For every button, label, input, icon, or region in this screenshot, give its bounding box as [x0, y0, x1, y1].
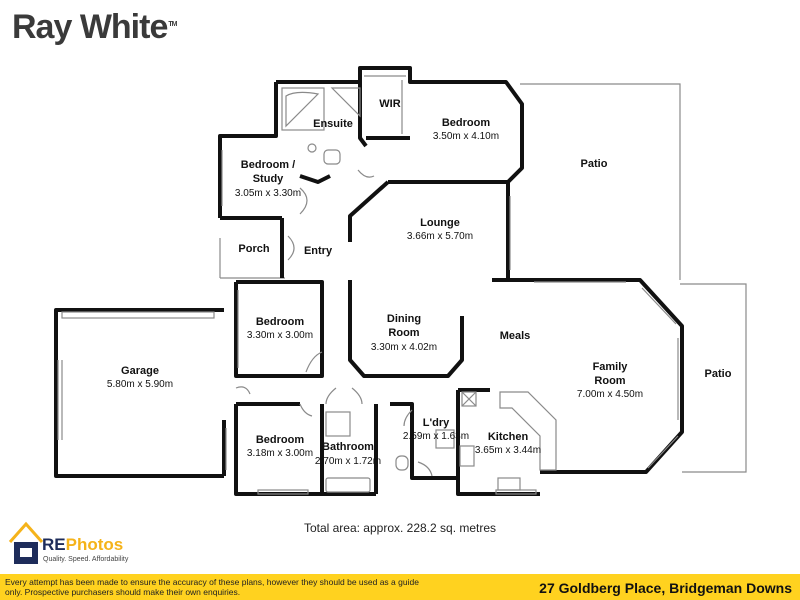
- property-address: 27 Goldberg Place, Bridgeman Downs: [539, 580, 792, 596]
- brand-name: Ray White: [12, 8, 168, 46]
- room-label-garage: Garage: [121, 365, 159, 377]
- trademark-mark: TM: [168, 20, 177, 28]
- room-dims-dining: 3.30m x 4.02m: [371, 342, 437, 353]
- total-area: Total area: approx. 228.2 sq. metres: [303, 521, 497, 535]
- room-dims-family: 7.00m x 4.50m: [577, 389, 643, 400]
- room-label-bedroom-main: Bedroom: [442, 117, 491, 129]
- room-dims-garage: 5.80m x 5.90m: [107, 379, 173, 390]
- walls: [54, 66, 684, 496]
- room-label-dining-2: Room: [388, 327, 419, 339]
- footer-disclaimer: Every attempt has been made to ensure th…: [5, 577, 419, 597]
- room-dims-bedroom-main: 3.50m x 4.10m: [433, 131, 499, 142]
- room-label-bathroom: Bathroom: [322, 441, 374, 453]
- patio-outlines: [219, 83, 747, 473]
- room-dims-bathroom: 2.70m x 1.72m: [315, 456, 381, 467]
- room-label-kitchen: Kitchen: [488, 431, 529, 443]
- room-label-family: Family: [593, 361, 629, 373]
- room-label-dining: Dining: [387, 313, 421, 325]
- room-label-wir: WIR: [379, 98, 400, 110]
- room-label-patio-right: Patio: [705, 368, 732, 380]
- rephotos-photos: Photos: [65, 535, 124, 554]
- rephotos-name: REPhotos: [42, 535, 123, 555]
- room-dims-study: 3.05m x 3.30m: [235, 188, 301, 199]
- room-label-porch: Porch: [238, 243, 269, 255]
- rephotos-tagline: Quality. Speed. Affordability: [43, 556, 129, 563]
- footer-bar: Every attempt has been made to ensure th…: [0, 574, 800, 600]
- room-label-lounge: Lounge: [420, 217, 460, 229]
- ray-white-logo: Ray WhiteTM: [12, 8, 177, 47]
- room-label-bedroom-2: Bedroom: [256, 316, 305, 328]
- room-label-family-2: Room: [594, 375, 625, 387]
- room-label-study: Bedroom /: [241, 159, 295, 171]
- room-dims-bedroom-2: 3.30m x 3.00m: [247, 330, 313, 341]
- room-dims-laundry: 2.59m x 1.63m: [403, 431, 469, 442]
- rephotos-re: RE: [42, 535, 66, 554]
- room-label-study-2: Study: [253, 173, 284, 185]
- room-label-entry: Entry: [304, 245, 333, 257]
- room-label-patio-top: Patio: [581, 158, 608, 170]
- room-dims-bedroom-3: 3.18m x 3.00m: [247, 448, 313, 459]
- room-label-meals: Meals: [500, 330, 531, 342]
- fixtures: [57, 75, 679, 495]
- room-dims-lounge: 3.66m x 5.70m: [407, 231, 473, 242]
- room-label-bedroom-3: Bedroom: [256, 434, 305, 446]
- room-label-laundry: L'dry: [423, 417, 450, 429]
- room-label-ensuite: Ensuite: [313, 118, 353, 130]
- room-dims-kitchen: 3.65m x 3.44m: [475, 445, 541, 456]
- rephotos-logo-icon: [8, 521, 44, 564]
